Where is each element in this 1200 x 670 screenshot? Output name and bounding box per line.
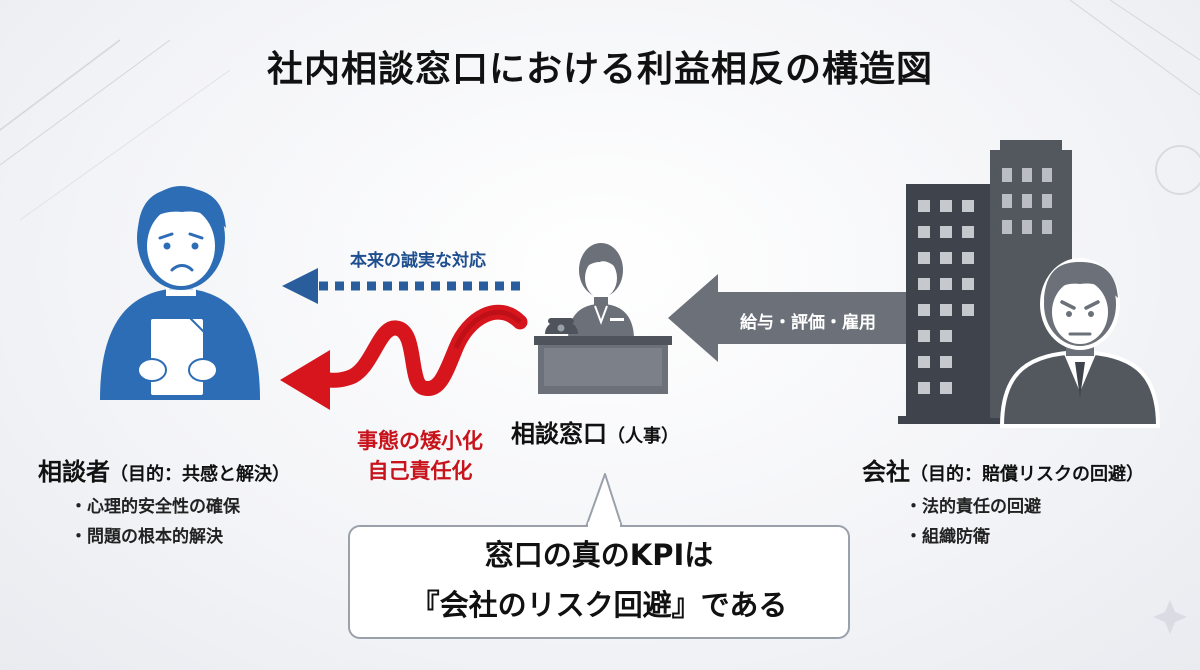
distortion-label: 事態の矮小化 自己責任化 bbox=[345, 426, 495, 486]
company-manager-icon bbox=[999, 258, 1161, 428]
consultation-desk-icon bbox=[534, 243, 672, 394]
honest-response-label: 本来の誠実な対応 bbox=[350, 251, 486, 271]
consultee-needs-list: 心理的安全性の確保 問題の根本的解決 bbox=[70, 492, 240, 552]
consultee-icon bbox=[100, 186, 260, 400]
company-need-item: 組織防衛 bbox=[905, 522, 1041, 552]
desk-role: （人事） bbox=[607, 426, 679, 447]
kpi-line1: 窓口の真のKPIは bbox=[484, 538, 714, 572]
kpi-line2: 『会社のリスク回避』である bbox=[410, 588, 788, 622]
kpi-bubble-pointer bbox=[585, 473, 623, 528]
consultee-need-item: 問題の根本的解決 bbox=[70, 522, 240, 552]
pressure-arrow bbox=[668, 274, 914, 362]
distortion-arrow bbox=[280, 304, 528, 410]
consultee-need-item: 心理的安全性の確保 bbox=[70, 492, 240, 522]
page-title: 社内相談窓口における利益相反の構造図 bbox=[266, 49, 933, 90]
pressure-label: 給与・評価・雇用 bbox=[740, 313, 876, 333]
kpi-callout-text: 窓口の真のKPIは 『会社のリスク回避』である bbox=[348, 530, 850, 630]
company-needs-list: 法的責任の回避 組織防衛 bbox=[905, 492, 1041, 552]
distortion-label-line1: 事態の矮小化 bbox=[357, 429, 483, 453]
distortion-label-line2: 自己責任化 bbox=[367, 459, 473, 483]
honest-response-arrow bbox=[282, 268, 520, 304]
company-heading: 会社（目的：賠償リスクの回避） bbox=[862, 452, 1144, 487]
company-name: 会社 bbox=[862, 458, 910, 486]
consultee-purpose: （目的：共感と解決） bbox=[110, 464, 290, 485]
company-purpose: （目的：賠償リスクの回避） bbox=[910, 464, 1144, 485]
desk-name: 相談窓口 bbox=[511, 420, 607, 448]
company-need-item: 法的責任の回避 bbox=[905, 492, 1041, 522]
consultee-heading: 相談者（目的：共感と解決） bbox=[38, 452, 290, 487]
desk-heading: 相談窓口（人事） bbox=[511, 414, 679, 449]
consultee-name: 相談者 bbox=[38, 458, 110, 486]
